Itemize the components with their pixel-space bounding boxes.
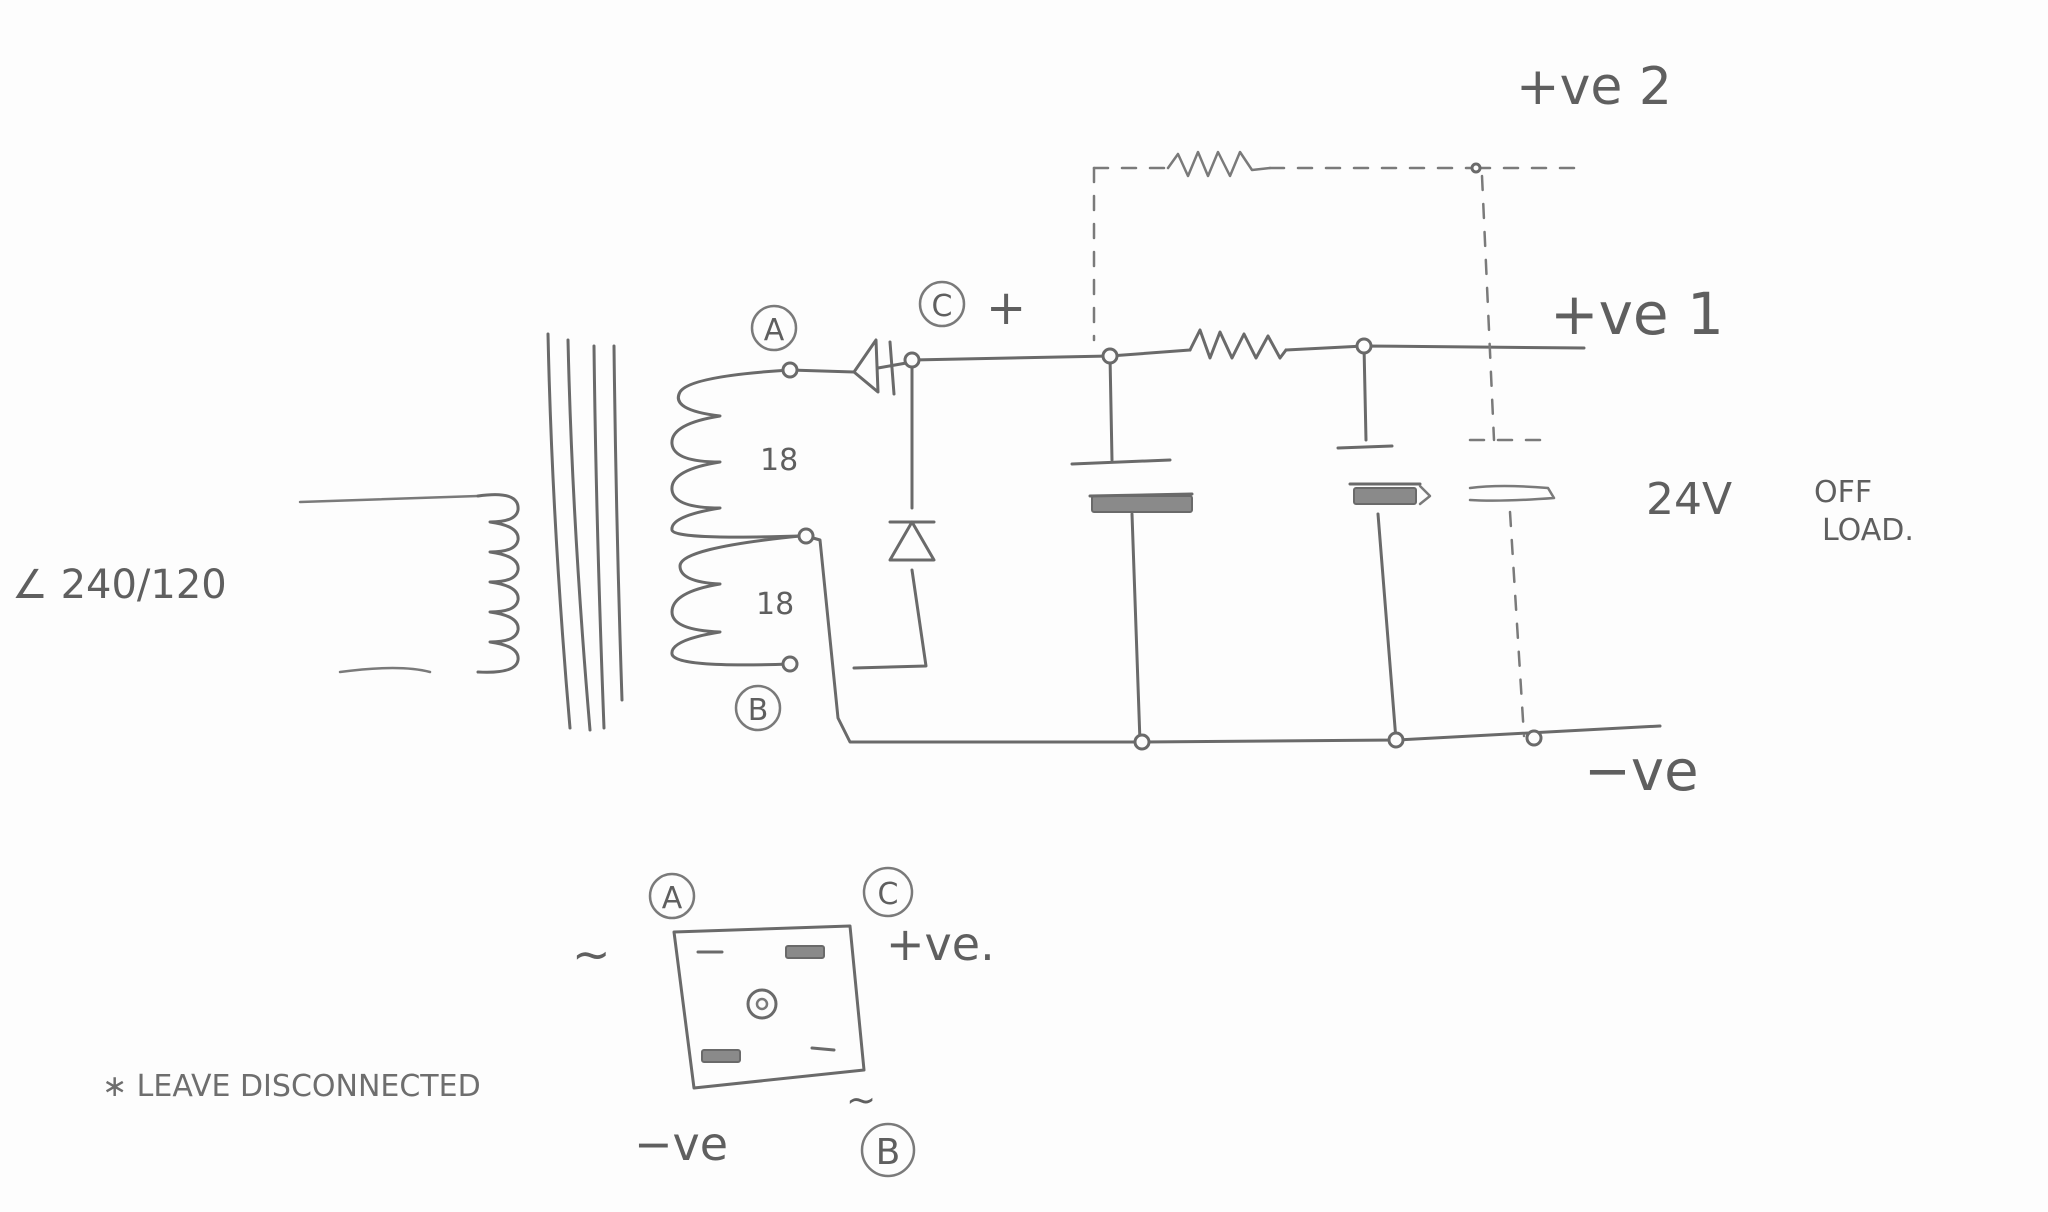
terminal-circles	[734, 280, 966, 732]
out-pos2-label: +ve 2	[1516, 57, 1672, 117]
node-cap1-bottom	[1133, 733, 1151, 751]
series-diode	[852, 338, 914, 396]
node-cap2-top	[1355, 337, 1373, 355]
bridge-tilde-bottom: ~	[846, 1080, 876, 1121]
capacitor-1	[1070, 458, 1194, 513]
transformer-core	[546, 332, 624, 732]
winding-lower-label: 18	[756, 587, 794, 622]
secondary-winding	[670, 368, 802, 667]
node-b	[781, 655, 799, 673]
node-cap1-top	[1101, 347, 1119, 365]
node-cap2-bottom	[1387, 731, 1405, 749]
voltage-label: 24V	[1646, 474, 1732, 525]
wiring	[788, 344, 1662, 744]
node-pos2	[1470, 162, 1482, 174]
flyback-diode	[888, 520, 936, 562]
bridge-c-label: C	[878, 877, 899, 912]
node-c	[903, 351, 921, 369]
optional-branch	[1092, 150, 1582, 738]
supply-label: ∠ 240/120	[12, 562, 227, 608]
node-a	[781, 361, 799, 379]
bridge-pos-label: +ve.	[886, 917, 995, 971]
out-neg-label: −ve	[1584, 739, 1699, 804]
capacitor-2	[1336, 444, 1432, 506]
terminal-a-label: A	[764, 313, 785, 348]
plus-sign-label: +	[986, 280, 1026, 336]
node-center-tap	[797, 527, 815, 545]
terminal-c-label: C	[932, 289, 953, 324]
bridge-b-label: B	[876, 1132, 901, 1173]
out-pos1-label: +ve 1	[1550, 280, 1724, 348]
load-label: LOAD.	[1822, 513, 1914, 548]
bridge-neg-label: −ve	[634, 1117, 728, 1171]
bridge-tilde-left: ~	[572, 927, 611, 981]
note-label: ∗ LEAVE DISCONNECTED	[102, 1069, 481, 1104]
terminal-b-label: B	[748, 693, 769, 728]
node-neg	[1525, 729, 1543, 747]
off-label: OFF	[1814, 475, 1872, 510]
primary-winding	[298, 493, 520, 674]
junction-nodes	[781, 162, 1543, 751]
series-resistor	[1188, 328, 1288, 360]
bridge-rectifier	[648, 866, 916, 1178]
winding-upper-label: 18	[760, 443, 798, 478]
bridge-a-label: A	[662, 881, 683, 916]
